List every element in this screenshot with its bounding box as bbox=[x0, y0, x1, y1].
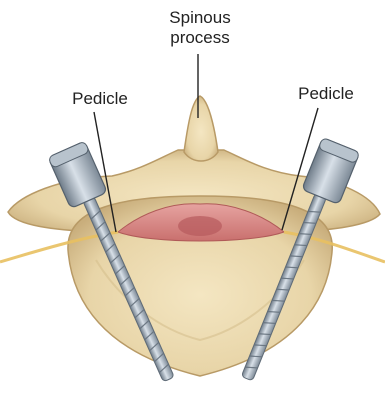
spinous-process-label: Spinous process bbox=[150, 8, 250, 48]
spinous-label-line-1: Spinous bbox=[150, 8, 250, 28]
pedicle-label-right: Pedicle bbox=[288, 84, 364, 104]
pedicle-label-left: Pedicle bbox=[62, 89, 138, 109]
spinous-process bbox=[184, 96, 218, 161]
spinal-cord bbox=[178, 216, 222, 236]
spinous-label-line-2: process bbox=[150, 28, 250, 48]
